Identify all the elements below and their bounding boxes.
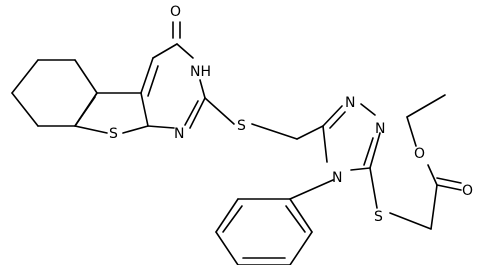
triazole-ring — [322, 103, 381, 171]
bond — [204, 97, 235, 125]
atom-label-o: O — [170, 4, 181, 20]
bond — [289, 198, 313, 233]
bond — [430, 184, 438, 230]
bond — [140, 57, 154, 94]
pyrimidinone-ring — [140, 21, 206, 129]
bond — [215, 198, 239, 233]
bond — [215, 231, 239, 266]
bond — [176, 43, 194, 59]
bond — [289, 231, 313, 266]
bond — [251, 123, 298, 140]
bond — [427, 164, 438, 186]
bond — [322, 105, 343, 127]
atom-label-s: S — [237, 118, 246, 134]
atom-label-s: S — [374, 209, 383, 225]
bond — [11, 92, 39, 127]
bond — [436, 177, 462, 184]
atom-label-nh: NH — [190, 64, 211, 80]
bond — [152, 43, 178, 59]
bond — [78, 96, 96, 121]
bond — [189, 97, 206, 129]
bond — [11, 59, 39, 94]
bond — [369, 167, 378, 209]
bond — [296, 125, 324, 140]
bond — [363, 137, 374, 166]
bond — [389, 212, 432, 230]
bond — [184, 100, 199, 126]
phenyl-ring — [215, 179, 334, 266]
ester-chain — [369, 94, 462, 230]
atom-label-n: N — [345, 95, 355, 111]
thioether-linker — [204, 97, 324, 140]
bond — [140, 92, 149, 127]
bond — [436, 184, 462, 191]
atom-label-s: S — [109, 126, 118, 142]
bond — [406, 116, 417, 147]
atom-label-o: O — [462, 183, 473, 199]
bond — [350, 167, 371, 171]
bond — [289, 179, 334, 200]
cyclohexane-ring — [11, 59, 98, 127]
atom-label-n: N — [375, 121, 385, 137]
bond — [329, 111, 346, 129]
bond — [74, 59, 98, 94]
thiophene-ring — [74, 92, 149, 134]
atom-label-o: O — [414, 146, 425, 162]
bond — [147, 65, 159, 97]
atom-label-n: N — [332, 170, 342, 186]
bond — [147, 125, 175, 129]
bond — [222, 205, 243, 233]
bond — [369, 132, 381, 169]
bond — [322, 125, 328, 163]
bond — [360, 103, 376, 116]
bond — [74, 125, 108, 134]
bond — [122, 125, 149, 134]
bond — [285, 205, 306, 233]
atom-label-n: N — [174, 126, 184, 142]
bond — [199, 79, 206, 99]
bond — [406, 94, 446, 118]
